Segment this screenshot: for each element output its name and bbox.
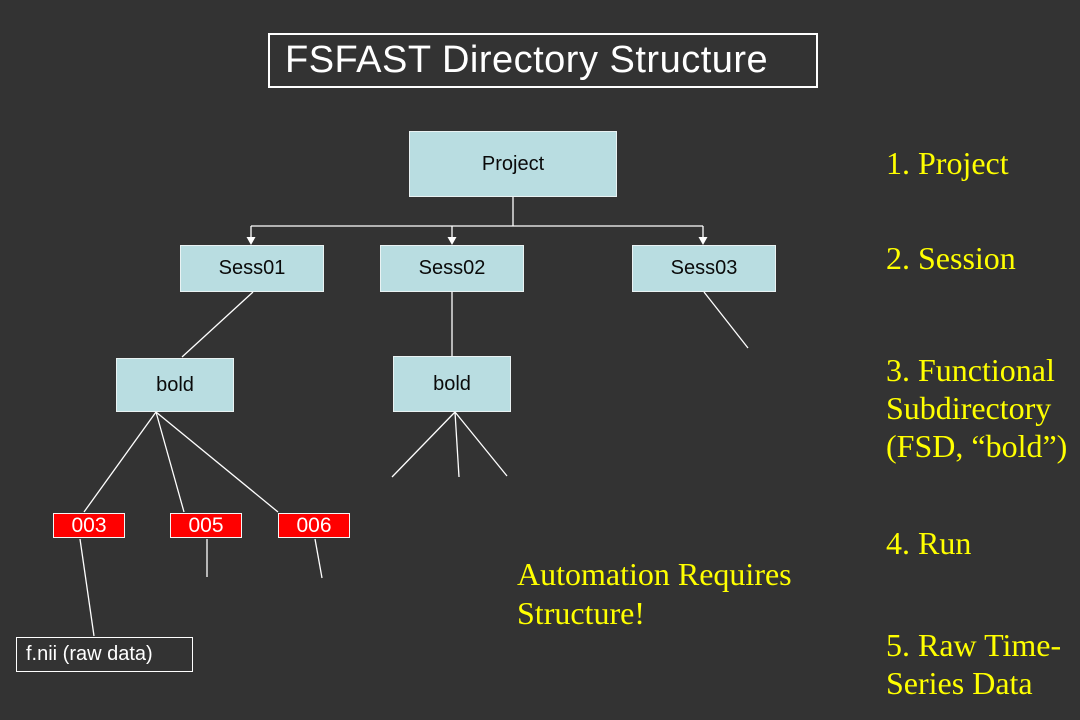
node-run003: 003 xyxy=(53,513,125,538)
connector-line xyxy=(181,291,254,358)
note-2: 2. Session xyxy=(886,240,1016,276)
node-project: Project xyxy=(409,131,617,197)
note-4: 4. Run xyxy=(886,525,972,561)
node-bold2: bold xyxy=(393,356,511,412)
slide-title-box: FSFAST Directory Structure xyxy=(268,33,818,88)
connector-line xyxy=(155,411,185,513)
arrowhead-down-icon xyxy=(447,237,457,245)
connector-line xyxy=(454,411,460,478)
connector-line xyxy=(83,411,157,513)
node-run006: 006 xyxy=(278,513,350,538)
node-sess03: Sess03 xyxy=(632,245,776,292)
arrowhead-down-icon xyxy=(246,237,256,245)
connector-line xyxy=(703,291,749,349)
connector-line xyxy=(79,538,95,637)
connector-line xyxy=(391,411,456,478)
arrowhead-down-icon xyxy=(698,237,708,245)
node-fnii: f.nii (raw data) xyxy=(16,637,193,672)
node-run005: 005 xyxy=(170,513,242,538)
node-sess02: Sess02 xyxy=(380,245,524,292)
note-5: 5. Raw Time- Series Data xyxy=(886,627,1062,701)
note-3: 3. Functional Subdirectory (FSD, “bold”) xyxy=(886,352,1068,464)
connector-line xyxy=(454,411,508,477)
node-sess01: Sess01 xyxy=(180,245,324,292)
slide-title: FSFAST Directory Structure xyxy=(285,39,769,81)
node-bold1: bold xyxy=(116,358,234,412)
note-1: 1. Project xyxy=(886,145,1009,181)
connector-line xyxy=(155,411,279,513)
connector-line xyxy=(314,538,323,579)
automation-callout: Automation Requires Structure! xyxy=(517,556,792,631)
